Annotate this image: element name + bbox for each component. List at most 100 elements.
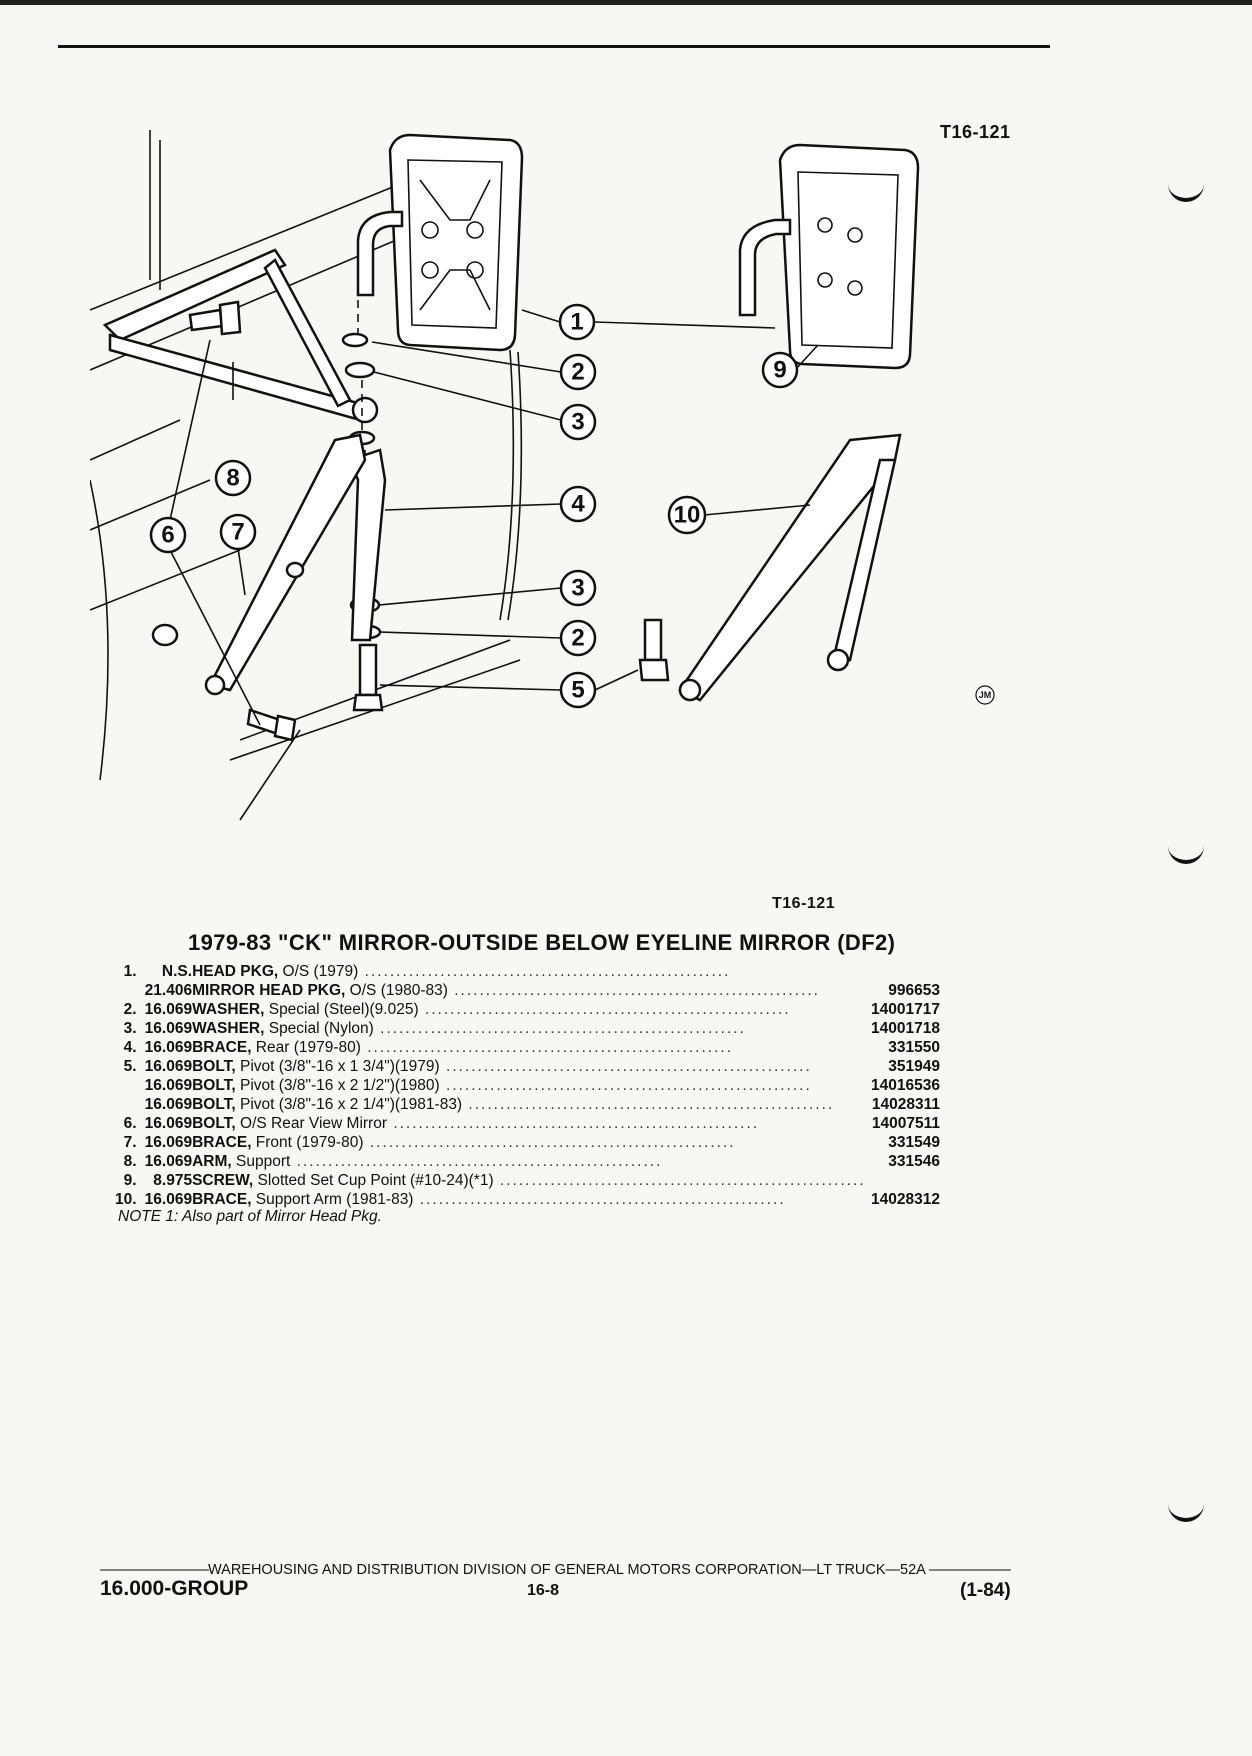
part-name: WASHER, xyxy=(192,1001,265,1018)
item-number: 9. xyxy=(123,1172,137,1189)
footer-division-line: ————————WAREHOUSING AND DISTRIBUTION DIV… xyxy=(100,1562,1011,1578)
part-description: SCREW, Slotted Set Cup Point (#10-24)(*1… xyxy=(192,1171,866,1190)
part-detail: Support xyxy=(231,1153,291,1170)
svg-text:6: 6 xyxy=(161,522,174,549)
binder-mark xyxy=(1168,1500,1204,1522)
group-number: 16.069 xyxy=(144,1096,193,1113)
svg-text:3: 3 xyxy=(571,575,584,602)
svg-text:1: 1 xyxy=(570,309,583,336)
callout-6: 6 xyxy=(149,516,187,554)
group-number: 16.069 xyxy=(144,1153,193,1170)
part-number xyxy=(866,962,940,981)
footnote: NOTE 1: Also part of Mirror Head Pkg. xyxy=(118,1208,382,1225)
group-number: 16.069 xyxy=(144,1115,193,1132)
header-rule xyxy=(58,45,1050,48)
leader-dots: ........................................… xyxy=(439,1077,812,1094)
footer-division-text: WAREHOUSING AND DISTRIBUTION DIVISION OF… xyxy=(208,1562,926,1578)
part-description: BRACE, Rear (1979-80) ..................… xyxy=(192,1038,866,1057)
part-detail: Pivot (3/8"-16 x 2 1/2")(1980) xyxy=(235,1077,440,1094)
svg-text:2: 2 xyxy=(571,359,584,386)
part-name: BOLT, xyxy=(192,1077,236,1094)
part-name: BOLT, xyxy=(192,1058,236,1075)
part-number: 331549 xyxy=(888,1134,940,1151)
washer-left xyxy=(151,623,179,647)
part-detail: Support Arm (1981-83) xyxy=(251,1191,414,1208)
part-description: WASHER, Special (Steel)(9.025) .........… xyxy=(192,1000,866,1019)
callout-1: 1 xyxy=(558,303,596,341)
bolt-top xyxy=(188,300,242,336)
group-number: 16.069 xyxy=(144,1077,193,1094)
item-number: 3. xyxy=(123,1020,137,1037)
item-number: 1. xyxy=(123,963,137,980)
item-number: 2. xyxy=(123,1001,137,1018)
part-number: 351949 xyxy=(888,1058,940,1075)
part-description: BRACE, Support Arm (1981-83) ...........… xyxy=(192,1190,866,1209)
part-name: BOLT, xyxy=(192,1115,236,1132)
part-detail: O/S Rear View Mirror xyxy=(235,1115,388,1132)
svg-text:3: 3 xyxy=(571,409,584,436)
part-description: BOLT, Pivot (3/8"-16 x 2 1/4")(1981-83) … xyxy=(192,1095,866,1114)
part-detail: Front (1979-80) xyxy=(251,1134,364,1151)
mirror-head-right xyxy=(738,143,920,370)
footer-date: (1-84) xyxy=(960,1580,1011,1601)
callout-9: 9 xyxy=(761,351,799,389)
part-detail: Special (Nylon) xyxy=(264,1020,374,1037)
part-number: 14028312 xyxy=(871,1191,940,1208)
item-number: 7. xyxy=(123,1134,137,1151)
part-name: BRACE, xyxy=(192,1039,252,1056)
part-number: 14016536 xyxy=(871,1077,940,1094)
part-description: BOLT, O/S Rear View Mirror .............… xyxy=(192,1114,866,1133)
artist-mark: JM xyxy=(975,685,995,705)
part-name: BOLT, xyxy=(192,1096,236,1113)
group-number: 16.069 xyxy=(144,1058,193,1075)
part-number: 14007511 xyxy=(871,1115,940,1132)
callout-5: 5 xyxy=(559,671,597,709)
item-number xyxy=(110,981,137,1000)
leader-dots: ........................................… xyxy=(447,982,820,999)
part-detail: O/S (1980-83) xyxy=(345,982,448,999)
item-number: 4. xyxy=(123,1039,137,1056)
group-number: 16.069 xyxy=(144,1191,193,1208)
leader-dots: ........................................… xyxy=(413,1191,786,1208)
group-number: 16.069 xyxy=(144,1020,193,1037)
washer-small xyxy=(285,561,305,579)
callout-2: 2 xyxy=(559,353,597,391)
part-name: WASHER, xyxy=(192,1020,265,1037)
part-number xyxy=(866,1171,940,1190)
group-number: 16.069 xyxy=(144,1001,193,1018)
svg-text:JM: JM xyxy=(979,690,992,700)
part-name: HEAD PKG, xyxy=(192,963,279,980)
part-description: BOLT, Pivot (3/8"-16 x 1 3/4")(1979) ...… xyxy=(192,1057,866,1076)
part-number: 14001717 xyxy=(871,1001,940,1018)
leader-dots: ........................................… xyxy=(418,1001,791,1018)
part-name: MIRROR HEAD PKG, xyxy=(192,982,346,999)
leader-dots: ........................................… xyxy=(373,1020,746,1037)
leader-dots: ........................................… xyxy=(387,1115,760,1132)
group-number: 16.069 xyxy=(144,1134,193,1151)
leader-dots: ........................................… xyxy=(439,1058,812,1075)
figure-id-top: T16-121 xyxy=(940,122,1011,142)
item-number: 8. xyxy=(123,1153,137,1170)
part-detail: Rear (1979-80) xyxy=(251,1039,361,1056)
leader-dots: ........................................… xyxy=(363,1134,736,1151)
leader-dots: ........................................… xyxy=(493,1172,866,1189)
pivot-bolt xyxy=(352,643,384,712)
part-detail: Special (Steel)(9.025) xyxy=(264,1001,419,1018)
callout-3: 3 xyxy=(559,403,597,441)
footer-group: 16.000-GROUP xyxy=(100,1577,249,1600)
bolt-5 xyxy=(638,618,670,682)
part-number: 331546 xyxy=(888,1153,940,1170)
svg-text:8: 8 xyxy=(226,465,239,492)
svg-text:2: 2 xyxy=(571,625,584,652)
part-number: 996653 xyxy=(888,982,940,999)
